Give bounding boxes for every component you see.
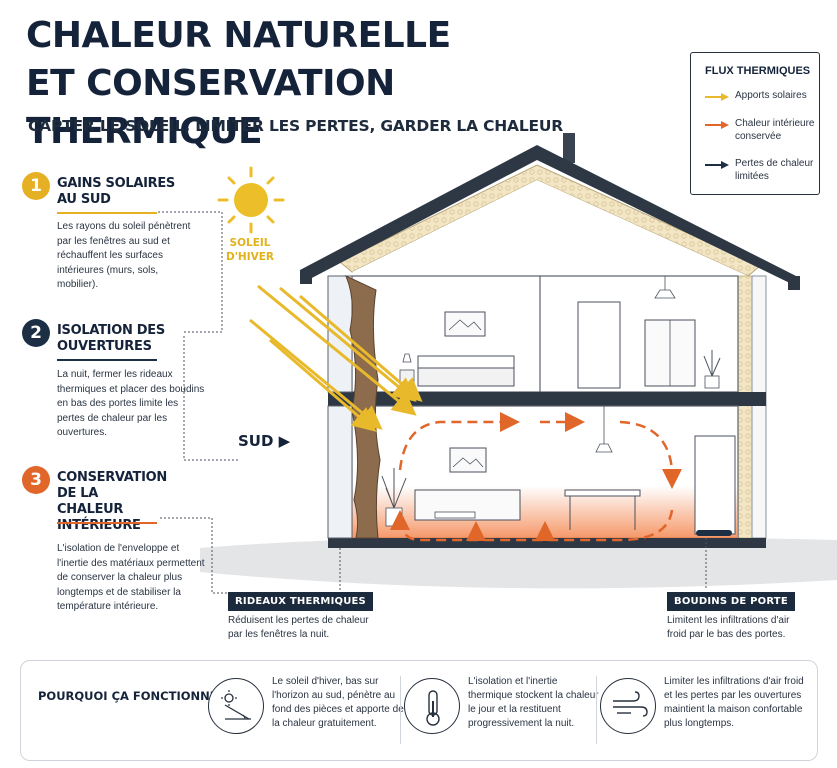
dining-table — [564, 489, 641, 497]
legend-label-internal: Chaleur intérieure conservée — [735, 118, 815, 142]
attic — [352, 180, 748, 276]
page-subtitle: CAPTER LE SOLEIL, LIMITER LES PERTES, GA… — [28, 117, 564, 135]
plant-pot-upper — [704, 375, 720, 389]
wall-insulation — [737, 275, 753, 539]
why-separator-1 — [400, 676, 401, 744]
roof-eave-left — [300, 270, 312, 284]
intermediate-floor — [328, 392, 766, 406]
sun-label: SOLEIL D'HIVER — [225, 237, 274, 263]
bed-mattress — [417, 355, 515, 369]
title-line-1: CHALEUR NATURELLE — [26, 15, 451, 56]
thermometer-icon — [404, 678, 460, 734]
why-label: POURQUOI ÇA FONCTIONNE ? — [38, 689, 229, 703]
door-draft-stopper — [696, 530, 732, 536]
bed — [417, 365, 515, 387]
house-illustration — [158, 133, 837, 594]
page-title: CHALEUR NATURELLE ET CONSERVATION THERMI… — [26, 12, 586, 156]
navy-arrow-icon — [705, 161, 729, 169]
foundation — [328, 538, 766, 548]
callout-boudins-tag: BOUDINS DE PORTE — [667, 592, 795, 611]
step-2-underline — [57, 359, 157, 361]
chimney — [563, 133, 575, 163]
callout-rideaux-tag: RIDEAUX THERMIQUES — [228, 592, 373, 611]
step-3-underline — [57, 522, 157, 524]
south-label: SUD ▶ — [238, 432, 291, 450]
step-3-title: CONSERVATION DE LA CHALEUR INTÉRIEURE — [57, 470, 167, 533]
roof-eave-right — [788, 276, 800, 290]
callout-rideaux-line-2: par les fenêtres la nuit. — [228, 629, 330, 640]
leader-lines — [158, 211, 707, 594]
coffee-table — [434, 511, 476, 519]
yellow-arrow-icon — [705, 93, 729, 101]
exterior-wall — [751, 275, 767, 539]
legend-label-losses: Pertes de chaleur limitées — [735, 158, 814, 182]
callout-boudins-text: Limitent les infiltrations d'air froid p… — [667, 614, 790, 642]
window-lower — [327, 405, 353, 539]
step-2-title: ISOLATION DES OUVERTURES — [57, 323, 165, 354]
ground — [200, 536, 837, 589]
step-1-badge: 1 — [22, 172, 50, 200]
step-1-text: Les rayons du soleil pénètrent par les f… — [57, 221, 191, 290]
pendant-upper — [654, 289, 676, 299]
frame-lower-art — [452, 457, 484, 468]
orange-arrow-icon — [705, 121, 729, 129]
frame-upper-art — [448, 319, 482, 331]
callout-boudins-line-1: Limitent les infiltrations d'air — [667, 615, 790, 626]
internal-heat-flow — [390, 412, 682, 542]
solar-rays — [249, 284, 423, 432]
door-upper — [577, 301, 621, 389]
step-1-title: GAINS SOLAIRES AU SUD — [57, 176, 175, 207]
callout-rideaux-text: Réduisent les pertes de chaleur par les … — [228, 614, 369, 642]
callout-rideaux-line-1: Réduisent les pertes de chaleur — [228, 615, 369, 626]
why-text-2: L'isolation et l'inertie thermique stock… — [468, 676, 599, 729]
legend-label-solar: Apports solaires — [735, 90, 807, 101]
legend: FLUX THERMIQUES Apports solaires Chaleur… — [690, 52, 820, 195]
step-3-text: L'isolation de l'enveloppe et l'inertie … — [57, 543, 205, 612]
window-upper — [327, 275, 353, 393]
lamp — [402, 353, 412, 363]
sun-angle-icon — [208, 678, 264, 734]
why-text-3: Limiter les infiltrations d'air froid et… — [664, 676, 804, 729]
why-text-1: Le soleil d'hiver, bas sur l'horizon au … — [272, 676, 404, 729]
plant-lower — [381, 468, 407, 509]
step-3-badge: 3 — [22, 466, 50, 494]
step-1-underline — [57, 212, 157, 214]
title-line-2: ET CONSERVATION THERMIQUE — [26, 63, 395, 152]
step-2-text: La nuit, fermer les rideaux thermiques e… — [57, 369, 205, 438]
frame-lower — [449, 447, 487, 473]
sun-icon — [217, 166, 285, 234]
step-2-badge: 2 — [22, 319, 50, 347]
legend-title: FLUX THERMIQUES — [705, 65, 811, 77]
pendant-lower — [595, 443, 613, 453]
callout-boudins-line-2: froid par le bas des portes. — [667, 629, 786, 640]
why-separator-2 — [596, 676, 597, 744]
door-lower — [694, 435, 736, 535]
wind-icon — [600, 678, 656, 734]
plant-upper — [703, 350, 721, 377]
